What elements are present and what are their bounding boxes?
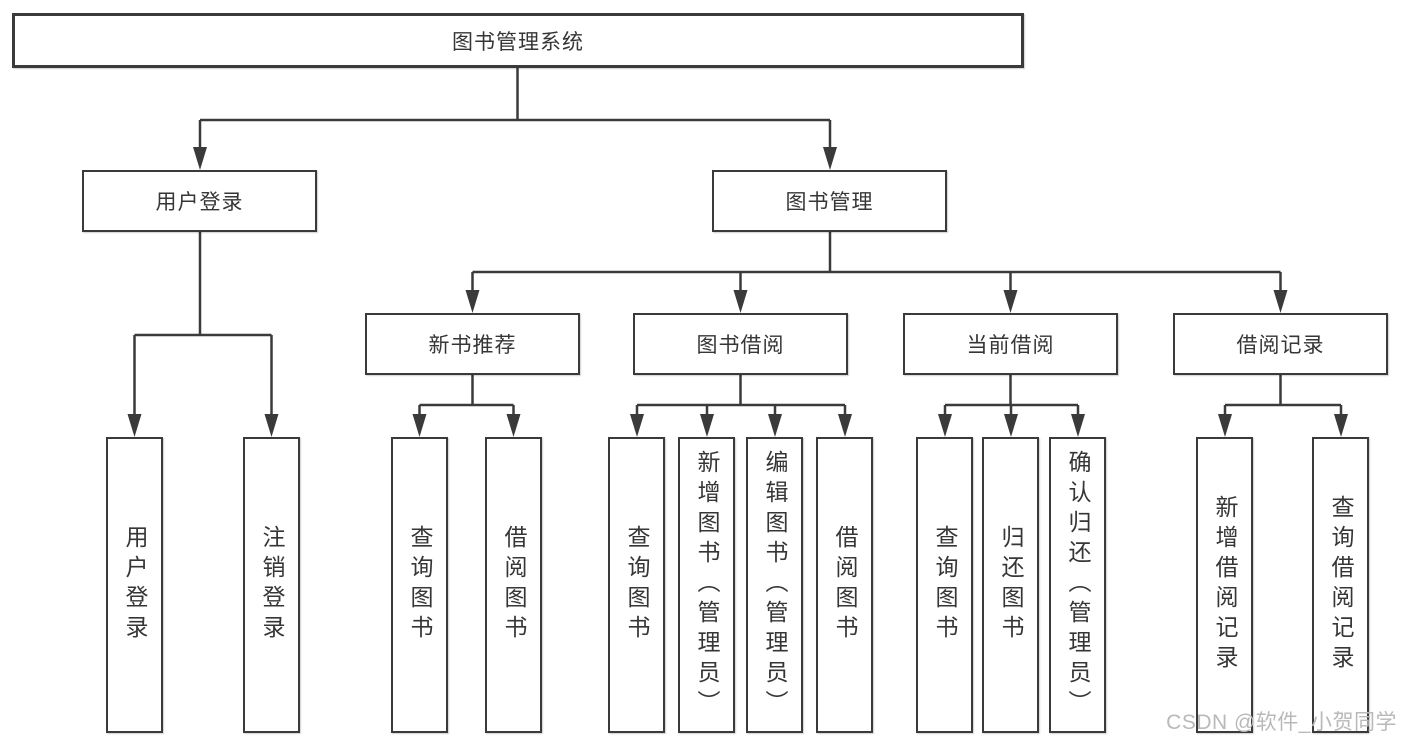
node-user-login: 用户登录 <box>82 170 317 232</box>
node-bb-borrow-books: 借阅图书 <box>816 437 873 733</box>
edge-borrowrecord-to-children <box>1223 375 1343 417</box>
csdn-watermark: CSDN @软件_小贺同学 <box>1166 711 1397 734</box>
node-br-add-record: 新增借阅记录 <box>1196 437 1253 733</box>
node-bb-edit-books-admin: 编辑图书（管理员） <box>746 437 803 733</box>
edge-newbookrec-to-children <box>418 375 515 417</box>
node-label: 借阅图书 <box>501 525 527 645</box>
node-book-borrowing: 图书借阅 <box>633 313 848 375</box>
node-current-borrowing: 当前借阅 <box>903 313 1118 375</box>
node-borrowing-records: 借阅记录 <box>1173 313 1388 375</box>
node-book-management: 图书管理 <box>712 170 947 232</box>
node-library-management-system: 图书管理系统 <box>12 13 1024 68</box>
node-user-login-leaf: 用户登录 <box>106 437 163 733</box>
node-label: 查询借阅记录 <box>1328 495 1354 675</box>
node-label: 查询图书 <box>407 525 433 645</box>
node-label: 新书推荐 <box>428 334 517 357</box>
edge-currentborrow-to-children <box>943 375 1080 417</box>
node-label: 新增借阅记录 <box>1212 495 1238 675</box>
node-label: 图书借阅 <box>696 334 785 357</box>
node-br-query-record: 查询借阅记录 <box>1312 437 1369 733</box>
node-bb-add-books-admin: 新增图书（管理员） <box>678 437 735 733</box>
node-bb-query-books: 查询图书 <box>608 437 665 733</box>
node-label: 当前借阅 <box>966 334 1055 357</box>
node-label: 图书管理系统 <box>452 30 584 54</box>
node-logout: 注销登录 <box>243 437 300 733</box>
node-nb-borrow-books: 借阅图书 <box>485 437 542 733</box>
node-cb-query-books: 查询图书 <box>916 437 973 733</box>
node-cb-return-books: 归还图书 <box>982 437 1039 733</box>
node-label: 注销登录 <box>259 525 285 645</box>
edge-bookmgmt-to-level3 <box>471 232 1282 293</box>
node-nb-query-books: 查询图书 <box>391 437 448 733</box>
node-label: 编辑图书（管理员） <box>762 450 788 720</box>
node-label: 查询图书 <box>932 525 958 645</box>
node-label: 用户登录 <box>155 191 244 214</box>
node-label: 借阅记录 <box>1236 334 1325 357</box>
node-label: 图书管理 <box>785 191 874 214</box>
node-label: 新增图书（管理员） <box>694 450 720 720</box>
node-label: 用户登录 <box>122 525 148 645</box>
edge-bookborrow-to-children <box>635 375 847 417</box>
edge-userlogin-to-children <box>133 232 273 417</box>
edge-root-to-level2 <box>198 68 832 150</box>
node-label: 查询图书 <box>624 525 650 645</box>
node-label: 确认归还（管理员） <box>1065 450 1091 720</box>
node-cb-confirm-return-admin: 确认归还（管理员） <box>1049 437 1106 733</box>
node-new-book-recommendation: 新书推荐 <box>365 313 580 375</box>
node-label: 归还图书 <box>998 525 1024 645</box>
node-label: 借阅图书 <box>832 525 858 645</box>
